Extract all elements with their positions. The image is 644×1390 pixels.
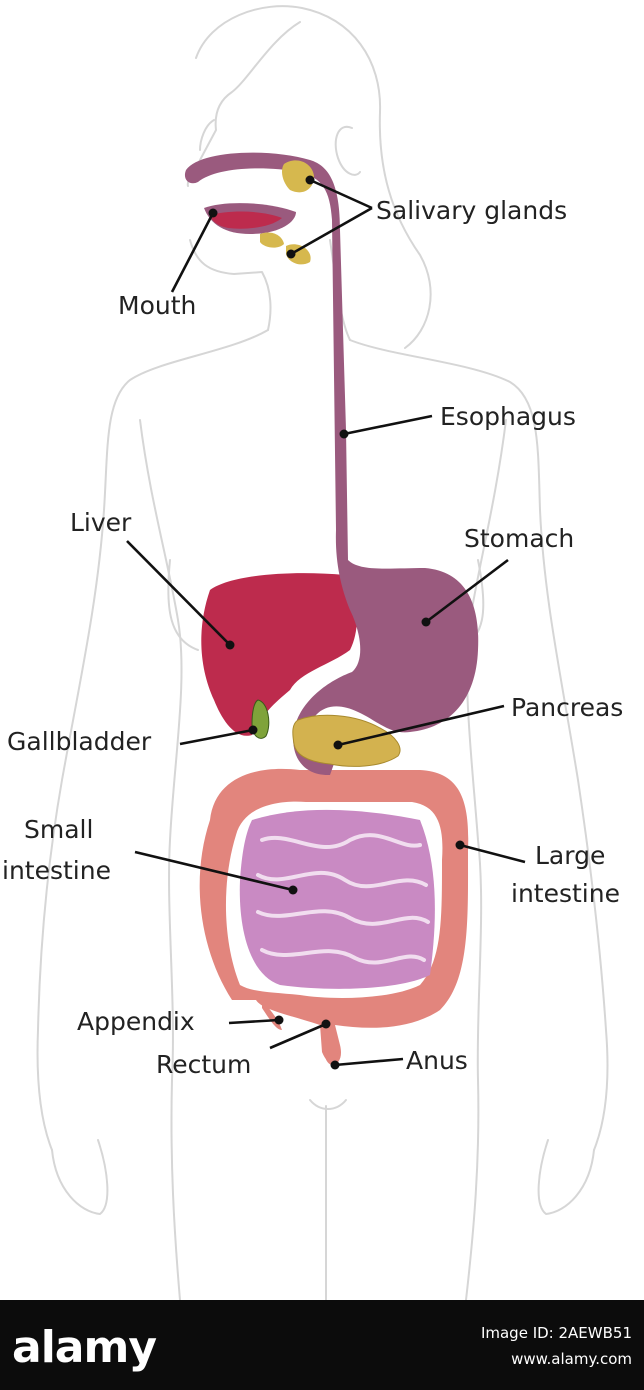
source-url: www.alamy.com [511, 1350, 632, 1368]
label-salivary-glands: Salivary glands [376, 196, 567, 225]
body-outline [36, 5, 609, 1300]
small-intestine-loops [256, 833, 430, 965]
anus-shape [324, 1040, 338, 1066]
label-small-intestine-line2: intestine [2, 856, 111, 885]
image-id: Image ID: 2AEWB51 [480, 1324, 632, 1342]
label-large-intestine-line1: Large [535, 841, 605, 870]
digestive-system-diagram: Salivary glands Mouth Esophagus Liver St… [2, 5, 623, 1300]
salivary-gland-lower [286, 244, 311, 265]
leader-lines [126, 178, 526, 1067]
salivary-gland-mid [260, 232, 284, 248]
leader-dots [208, 175, 465, 1070]
small-intestine-shape [239, 809, 435, 989]
label-anus: Anus [406, 1046, 468, 1075]
pancreas-shape [292, 714, 401, 767]
label-large-intestine-line2: intestine [511, 879, 620, 908]
label-esophagus: Esophagus [440, 402, 576, 431]
label-pancreas: Pancreas [511, 693, 623, 722]
alamy-logo: alamy [12, 1322, 157, 1373]
salivary-gland-upper [282, 160, 314, 193]
label-appendix: Appendix [77, 1007, 195, 1036]
tongue [210, 211, 282, 229]
label-liver: Liver [70, 508, 132, 537]
label-gallbladder: Gallbladder [7, 727, 152, 756]
label-mouth: Mouth [118, 291, 196, 320]
label-stomach: Stomach [464, 524, 574, 553]
label-small-intestine-line1: Small [24, 815, 93, 844]
watermark-footer: alamy Image ID: 2AEWB51 www.alamy.com [0, 1300, 644, 1390]
esophagus-stomach-shape [184, 152, 479, 776]
label-rectum: Rectum [156, 1050, 251, 1079]
liver-shape [201, 573, 357, 736]
